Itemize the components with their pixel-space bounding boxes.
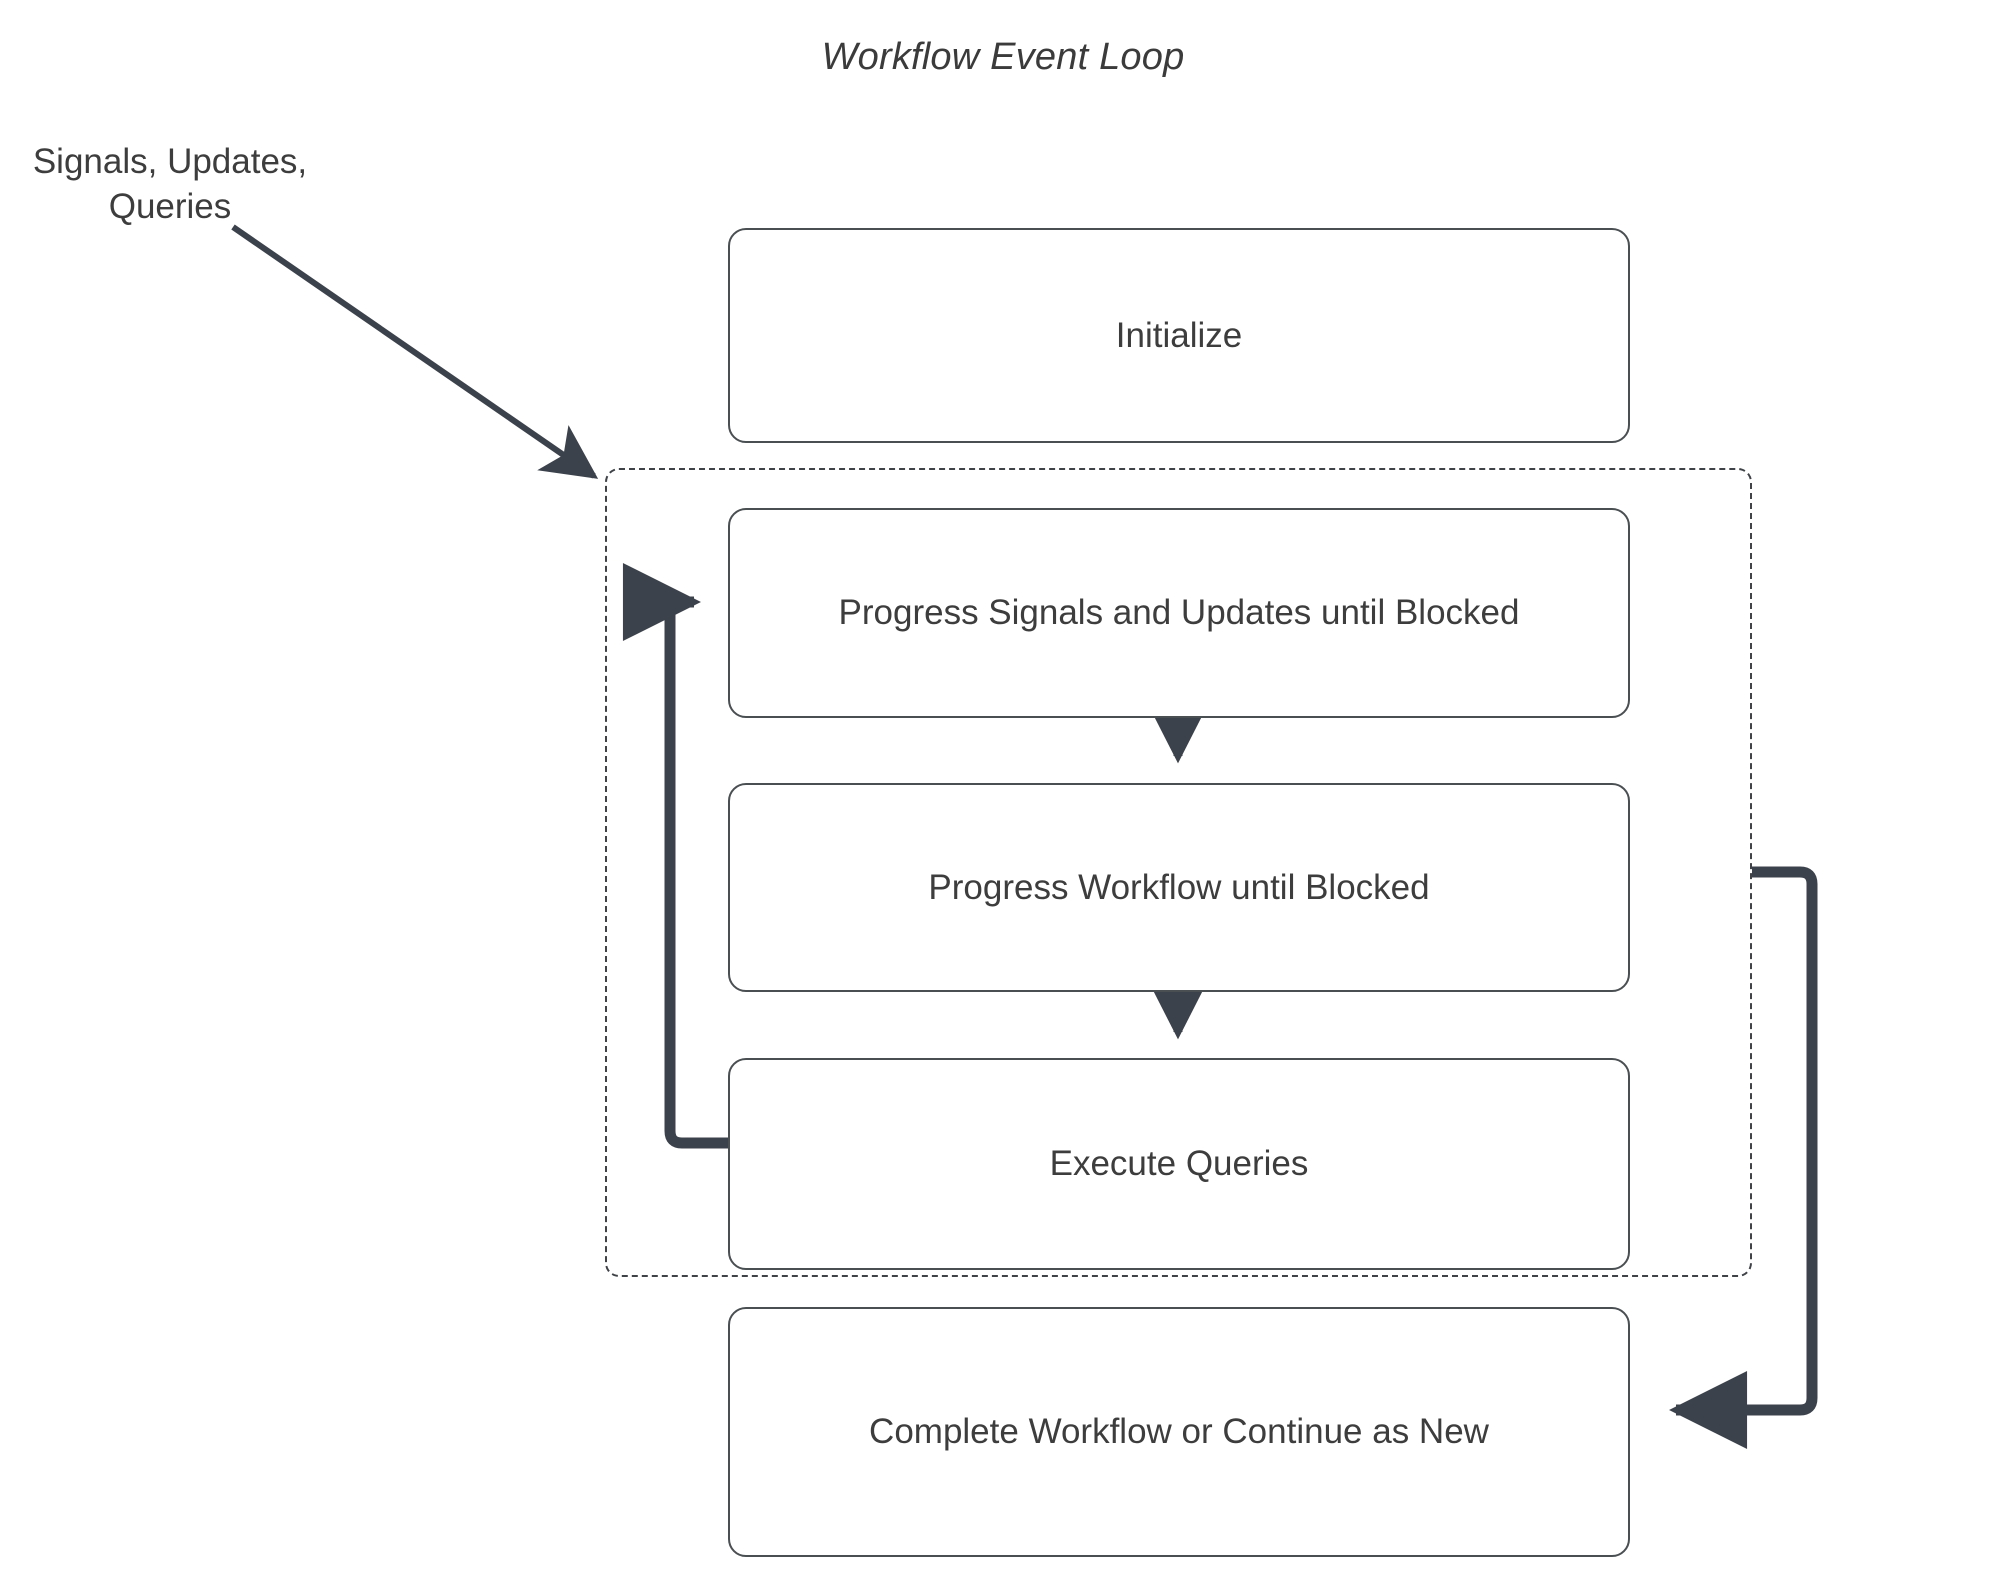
edge-signals-to-loop (231, 224, 599, 479)
node-execute-queries[interactable]: Execute Queries (728, 1058, 1630, 1270)
node-complete-workflow-label: Complete Workflow or Continue as New (869, 1412, 1489, 1451)
event-loop-group (605, 468, 1752, 1277)
page-title: Workflow Event Loop (821, 36, 1185, 78)
node-execute-queries-label: Execute Queries (1049, 1144, 1309, 1183)
node-progress-workflow[interactable]: Progress Workflow until Blocked (728, 783, 1630, 992)
external-input-label: Signals, Updates, Queries (32, 142, 308, 226)
node-progress-signals[interactable]: Progress Signals and Updates until Block… (728, 508, 1630, 718)
node-progress-workflow-label: Progress Workflow until Blocked (928, 867, 1430, 907)
node-complete-workflow[interactable]: Complete Workflow or Continue as New (728, 1307, 1630, 1557)
node-initialize[interactable]: Initialize (728, 228, 1630, 443)
node-progress-signals-label: Progress Signals and Updates until Block… (838, 593, 1520, 632)
node-initialize-label: Initialize (1115, 315, 1243, 355)
